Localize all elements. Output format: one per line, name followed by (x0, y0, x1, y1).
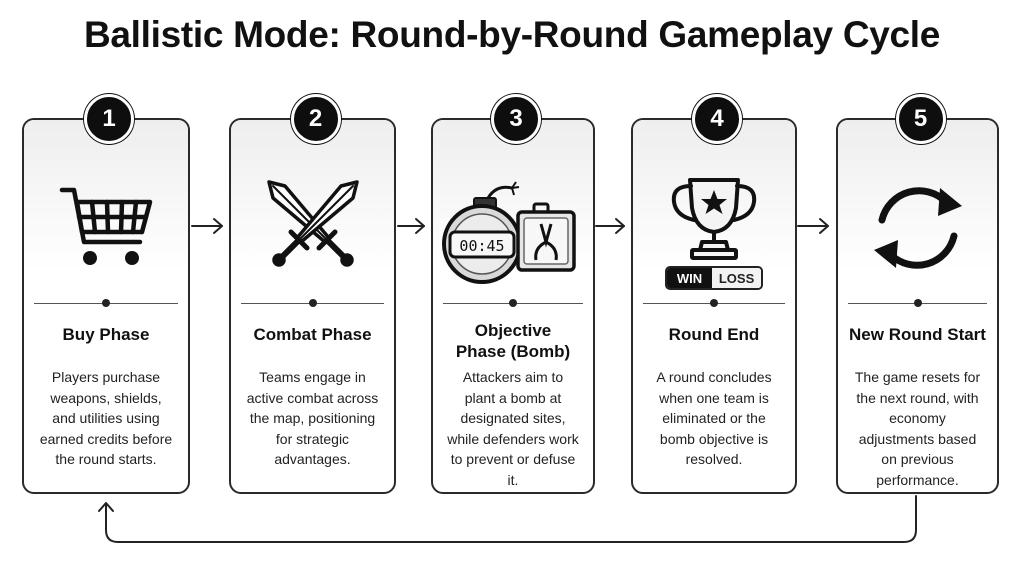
phase-description: The game resets for the next round, with… (854, 369, 981, 488)
phase-title: Round End (668, 325, 760, 344)
step-number-badge: 5 (895, 94, 946, 144)
cycle-icon (873, 187, 962, 269)
trophy-icon (671, 178, 757, 260)
flow-arrow-1-2 (191, 218, 223, 234)
flow-arrow-3-4 (595, 218, 625, 234)
phase-description: Attackers aim to plant a bomb at designa… (447, 369, 579, 488)
crossed-swords-icon (266, 180, 359, 267)
win-loss-indicator: WIN LOSS (665, 266, 763, 290)
flow-arrow-2-3 (397, 218, 425, 234)
shopping-cart-icon (59, 187, 153, 265)
step-card-buy-phase: 1 Buy Phase Players purchase weapons, sh… (22, 94, 190, 494)
phase-description: Players purchase weapons, shields, and u… (39, 369, 173, 467)
bomb-and-defuse-kit-illustration: 00:45 (442, 181, 576, 284)
phase-description: A round concludes when one team is elimi… (656, 369, 772, 467)
phase-title: New Round Start (849, 325, 986, 344)
win-label: WIN (667, 268, 713, 288)
flow-arrow-4-5 (797, 218, 829, 234)
loss-label: LOSS (712, 268, 761, 288)
step-card-combat-phase: 2 Combat Phase Teams engage in active co… (229, 94, 396, 494)
step-card-new-round-start: 5 New Round Start The game resets for th… (836, 94, 999, 494)
diagram-title: Ballistic Mode: Round-by-Round Gameplay … (83, 14, 941, 55)
step-number-badge: 2 (290, 94, 341, 144)
step-number-badge: 3 (491, 94, 541, 144)
phase-title: Buy Phase (62, 325, 150, 344)
loop-back-arrow (98, 495, 917, 543)
bomb-icon: 00:45 (442, 181, 522, 284)
step-number-badge: 4 (692, 94, 742, 144)
step-number-badge: 1 (84, 94, 134, 144)
defuse-kit-icon (516, 202, 576, 272)
phase-title: Combat Phase (253, 325, 372, 344)
step-card-round-end: 4 WIN LOSS Round End A round concludes w… (631, 94, 797, 494)
step-card-objective-phase: 3 00:45 Objective Phase (Bomb) Attacker (431, 94, 595, 494)
phase-description: Teams engage in active combat across the… (246, 369, 379, 467)
phase-title: Objective Phase (Bomb) (455, 321, 571, 361)
bomb-timer: 00:45 (459, 237, 504, 255)
